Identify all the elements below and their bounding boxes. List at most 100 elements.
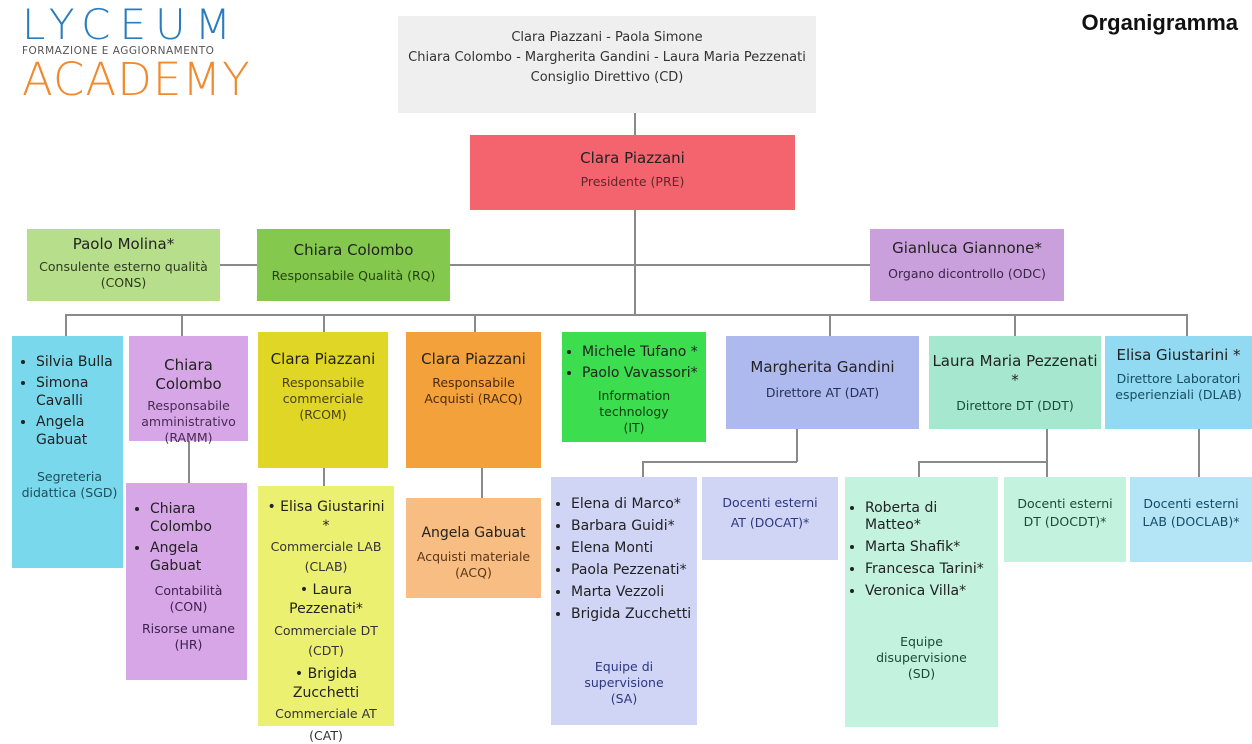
cdt-role: Commerciale DT [274, 623, 378, 638]
cons-name: Paolo Molina* [72, 235, 175, 253]
sgd-member: Silvia Bulla [36, 353, 119, 371]
board-title: Consiglio Direttivo (CD) [530, 70, 684, 85]
connector-racq-acq [481, 468, 483, 498]
dat-box: Margherita Gandini Direttore AT (DAT) [726, 336, 919, 429]
dlab-role: Direttore Laboratori esperienziali (DLAB… [1115, 371, 1242, 402]
odc-name: Gianluca Giannone* [892, 239, 1042, 257]
sa-box: Elena di Marco* Barbara Guidi* Elena Mon… [551, 477, 697, 725]
rq-name: Chiara Colombo [293, 241, 414, 259]
ddt-box: Laura Maria Pezzenati * Direttore DT (DD… [929, 336, 1101, 429]
connector-ddt-trunk [1046, 429, 1048, 477]
cdt-person: • Laura Pezzenati* [289, 582, 363, 617]
cdt-code: (CDT) [308, 643, 344, 658]
connector-dat [829, 314, 831, 336]
con-members-list: Chiara Colombo Angela Gabuat [134, 500, 243, 575]
connector-dat-trunk [796, 429, 798, 462]
docdt-box: Docenti esterni DT (DOCDT)* [1004, 477, 1126, 562]
sgd-members-list: Silvia Bulla Simona Cavalli Angela Gabua… [20, 353, 119, 449]
sa-role: Equipe di supervisione (SA) [584, 659, 664, 706]
ddt-role: Direttore DT (DDT) [956, 398, 1074, 413]
it-members-list: Michele Tufano * Paolo Vavassori* [566, 343, 702, 382]
president-role: Presidente (PRE) [580, 174, 685, 189]
racq-role: Responsabile Acquisti (RACQ) [424, 375, 523, 406]
rcom-role: Responsabile commerciale (RCOM) [281, 375, 365, 422]
sgd-box: Silvia Bulla Simona Cavalli Angela Gabua… [12, 336, 123, 568]
connector-racq [474, 314, 476, 332]
sd-member: Veronica Villa* [865, 583, 994, 600]
connector-staff-row [220, 264, 870, 266]
rcom-name: Clara Piazzani [270, 350, 376, 368]
hr-role: Risorse umane (HR) [141, 621, 235, 652]
sa-member: Barbara Guidi* [571, 518, 693, 535]
racq-box: Clara Piazzani Responsabile Acquisti (RA… [406, 332, 541, 468]
board-box: Clara Piazzani - Paola Simone Chiara Col… [398, 16, 816, 113]
clab-role: Commerciale LAB [270, 539, 382, 554]
connector-sgd [65, 314, 67, 336]
sgd-member: Angela Gabuat [36, 413, 119, 449]
sd-member: Roberta di Matteo* [865, 500, 994, 534]
dat-name: Margherita Gandini [750, 358, 895, 376]
sa-member: Marta Vezzoli [571, 584, 693, 601]
dlab-box: Elisa Giustarini * Direttore Laboratori … [1105, 336, 1252, 429]
odc-box: Gianluca Giannone* Organo dicontrollo (O… [870, 229, 1064, 301]
con-role: Contabilità (CON) [154, 583, 223, 614]
sd-member: Marta Shafik* [865, 539, 994, 556]
sa-member: Brigida Zucchetti [571, 606, 693, 623]
dat-role: Direttore AT (DAT) [765, 385, 880, 400]
acq-name: Angela Gabuat [421, 525, 526, 541]
rcom-box: Clara Piazzani Responsabile commerciale … [258, 332, 388, 468]
president-name: Clara Piazzani [580, 149, 685, 167]
sa-member: Elena di Marco* [571, 496, 693, 513]
clab-person: • Elisa Giustarini * [267, 499, 385, 534]
connector-ramm [181, 314, 183, 336]
it-role: Information technology (IT) [597, 388, 671, 435]
dlab-name: Elisa Giustarini * [1116, 346, 1241, 364]
connector-units-bus [65, 314, 1187, 316]
acq-box: Angela Gabuat Acquisti materiale (ACQ) [406, 498, 541, 598]
ddt-name: Laura Maria Pezzenati * [932, 352, 1098, 389]
connector-rcom [323, 314, 325, 332]
sd-role: Equipe disupervisione (SD) [876, 634, 967, 681]
acq-role: Acquisti materiale (ACQ) [416, 549, 531, 580]
connector-board-president [634, 113, 636, 135]
it-member: Paolo Vavassori* [582, 364, 702, 382]
sa-member: Elena Monti [571, 540, 693, 557]
logo-tagline: FORMAZIONE E AGGIORNAMENTO [22, 45, 215, 57]
logo-lyceum-text: LYCEUM [22, 0, 241, 49]
sd-box: Roberta di Matteo* Marta Shafik* Frances… [845, 477, 998, 727]
docdt-role: Docenti esterni DT (DOCDT)* [1017, 496, 1113, 529]
sa-members-list: Elena di Marco* Barbara Guidi* Elena Mon… [555, 496, 693, 623]
clab-code: (CLAB) [304, 559, 348, 574]
connector-ramm-con [188, 441, 190, 483]
con-member: Chiara Colombo [150, 500, 243, 536]
it-member: Michele Tufano * [582, 343, 702, 361]
doclab-box: Docenti esterni LAB (DOCLAB)* [1130, 477, 1252, 562]
logo-academy-text: ACADEMY [22, 53, 251, 106]
sgd-role: Segreteria didattica (SGD) [21, 469, 118, 500]
con-member: Angela Gabuat [150, 539, 243, 575]
con-box: Chiara Colombo Angela Gabuat Contabilità… [126, 483, 247, 680]
sa-member: Paola Pezzenati* [571, 562, 693, 579]
connector-dat-bus [642, 461, 797, 463]
cat-code: (CAT) [309, 728, 343, 743]
sd-members-list: Roberta di Matteo* Marta Shafik* Frances… [849, 500, 994, 600]
cons-box: Paolo Molina* Consulente esterno qualità… [27, 229, 220, 301]
connector-dat-sa [642, 461, 644, 477]
odc-role: Organo dicontrollo (ODC) [888, 266, 1046, 281]
ramm-name: Chiara Colombo [155, 356, 222, 393]
ramm-box: Chiara Colombo Responsabile amministrati… [129, 336, 248, 445]
cat-person: • Brigida Zucchetti [292, 666, 360, 701]
page-title: Organigramma [1081, 10, 1239, 35]
connector-dlab [1186, 314, 1188, 336]
it-box: Michele Tufano * Paolo Vavassori* Inform… [562, 332, 706, 442]
board-members-line2: Chiara Colombo - Margherita Gandini - La… [408, 50, 806, 65]
sgd-member: Simona Cavalli [36, 374, 119, 410]
docat-box: Docenti esterni AT (DOCAT)* [702, 477, 838, 560]
sd-member: Francesca Tarini* [865, 561, 994, 578]
racq-name: Clara Piazzani [421, 350, 526, 368]
docat-role: Docenti esterni AT (DOCAT)* [722, 495, 818, 530]
president-box: Clara Piazzani Presidente (PRE) [470, 135, 795, 210]
rq-role: Responsabile Qualità (RQ) [271, 268, 436, 283]
doclab-role: Docenti esterni LAB (DOCLAB)* [1142, 496, 1240, 529]
board-members-line1: Clara Piazzani - Paola Simone [511, 30, 703, 45]
